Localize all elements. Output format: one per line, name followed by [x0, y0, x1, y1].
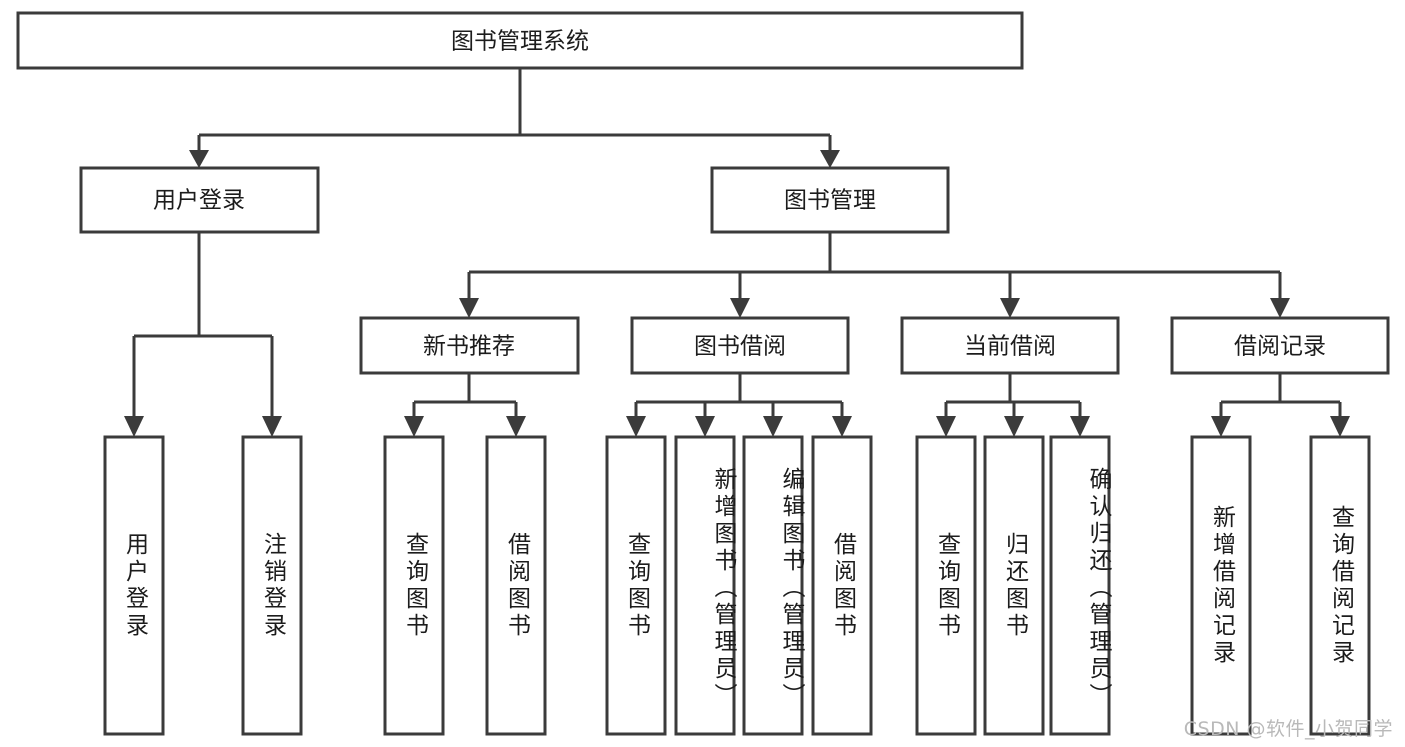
- node-box-book-borrow[interactable]: [630, 316, 850, 375]
- node-label-root: 图书管理系统: [451, 29, 589, 55]
- node-box-borrow-record[interactable]: [1170, 316, 1390, 375]
- arrow-head-borrow-record: [1270, 298, 1290, 318]
- arrow-head-book-borrow: [730, 298, 750, 318]
- node-label-book-borrow: 图书借阅: [694, 334, 786, 360]
- arrow-head-user-login: [189, 150, 209, 168]
- node-box-new-book-recommend[interactable]: [359, 316, 580, 375]
- connector-group: [124, 68, 1350, 437]
- arrow-head-leaf-user-login: [124, 416, 144, 437]
- node-box-leaf-query-book-current[interactable]: [915, 435, 977, 736]
- node-box-root[interactable]: [16, 11, 1024, 70]
- arrow-head-leaf-query-book-borrow: [626, 416, 646, 437]
- node-label-book-management: 图书管理: [784, 188, 876, 214]
- node-box-leaf-borrow-book[interactable]: [811, 435, 873, 736]
- node-box-current-borrow[interactable]: [900, 316, 1120, 375]
- node-box-leaf-edit-book-admin[interactable]: [742, 435, 804, 736]
- node-label-user-login: 用户登录: [153, 188, 245, 214]
- arrow-head-leaf-return-book: [1004, 416, 1024, 437]
- arrow-head-leaf-edit-book-admin: [763, 416, 783, 437]
- arrow-head-leaf-query-book-current: [936, 416, 956, 437]
- arrow-head-leaf-borrow-book: [832, 416, 852, 437]
- node-box-leaf-add-borrow-record[interactable]: [1190, 435, 1252, 736]
- node-box-user-login[interactable]: [79, 166, 320, 234]
- arrow-head-current-borrow: [1000, 298, 1020, 318]
- arrow-head-leaf-add-borrow-record: [1211, 416, 1231, 437]
- arrow-head-leaf-confirm-return-admin: [1070, 416, 1090, 437]
- arrow-head-leaf-add-book-admin: [695, 416, 715, 437]
- arrow-head-new-book-recommend: [459, 298, 479, 318]
- arrow-head-leaf-query-borrow-record: [1330, 416, 1350, 437]
- node-box-leaf-user-login[interactable]: [103, 435, 165, 736]
- node-label-current-borrow: 当前借阅: [964, 334, 1056, 360]
- node-box-leaf-confirm-return-admin[interactable]: [1049, 435, 1111, 736]
- node-group: 图书管理系统 用户登录 图书管理 新书推荐 图书借阅 当前借阅 借阅记录: [16, 11, 1390, 736]
- arrow-head-book-management: [820, 150, 840, 168]
- node-box-book-management[interactable]: [710, 166, 950, 234]
- node-box-leaf-logout[interactable]: [241, 435, 303, 736]
- node-box-leaf-borrow-book-recommend[interactable]: [485, 435, 547, 736]
- node-box-leaf-query-book-recommend[interactable]: [383, 435, 445, 736]
- node-box-leaf-query-borrow-record[interactable]: [1309, 435, 1371, 736]
- node-box-leaf-query-book-borrow[interactable]: [605, 435, 667, 736]
- node-box-leaf-return-book[interactable]: [983, 435, 1045, 736]
- node-label-new-book-recommend: 新书推荐: [423, 334, 515, 360]
- arrow-head-leaf-logout: [262, 416, 282, 437]
- arrow-head-leaf-query-book-recommend: [404, 416, 424, 437]
- csdn-watermark: CSDN @软件_小贺同学: [1183, 718, 1393, 740]
- arrow-head-leaf-borrow-book-recommend: [506, 416, 526, 437]
- node-label-borrow-record: 借阅记录: [1234, 334, 1326, 360]
- node-box-leaf-add-book-admin[interactable]: [674, 435, 736, 736]
